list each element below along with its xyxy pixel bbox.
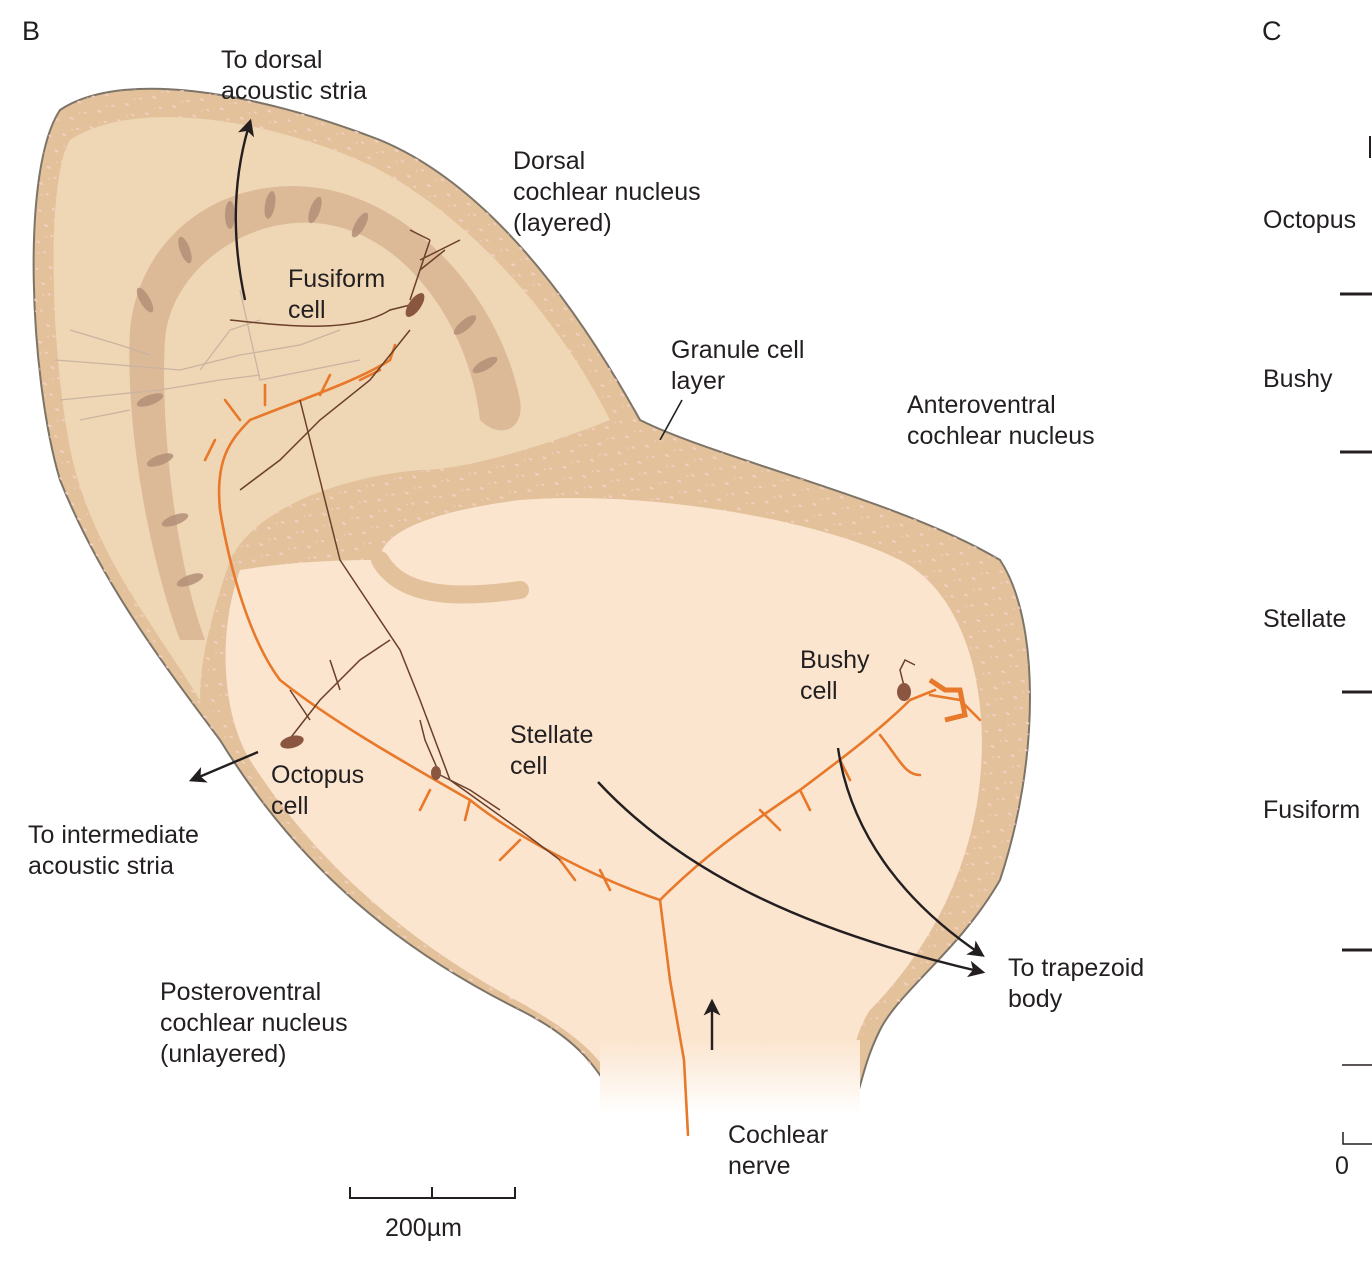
bushy-dendrites [899, 658, 916, 691]
auditory-nerve-axon [203, 343, 982, 1137]
panel-letter-b: B [22, 16, 41, 46]
trace-label-fusiform: Fusiform [1263, 796, 1361, 824]
projection-arrows [188, 118, 986, 1050]
bushy-endbulb [928, 677, 968, 723]
fusiform-dendrites [409, 229, 461, 301]
arrow-dorsal-stria [234, 118, 255, 301]
fusiform-soma [405, 293, 425, 317]
granule-pointer [659, 399, 683, 441]
label-octopus-cell: Octopus cell [271, 761, 365, 820]
octopus-dendrites [284, 639, 391, 746]
panel-letter-c: C [1262, 16, 1282, 46]
fusiform-cell-axon [229, 304, 411, 327]
arrow-bushy-trapezoid [836, 747, 985, 957]
neurons [229, 229, 916, 861]
label-bushy-cell: Bushy cell [800, 646, 870, 705]
faint-dendrites [54, 289, 361, 421]
arrow-stellate-trapezoid [597, 781, 986, 978]
scale-bar-label: 200µm [385, 1214, 462, 1242]
label-anteroventral-cochlear-nucleus: Anteroventral cochlear nucleus [907, 391, 1095, 450]
time-axis-zero: 0 [1335, 1152, 1349, 1180]
fusiform-basal [239, 329, 411, 491]
trace-label-bushy: Bushy [1263, 365, 1333, 393]
somata [280, 293, 911, 780]
octopus-soma [280, 735, 304, 749]
fusiform-layer [129, 186, 521, 640]
bushy-soma [897, 683, 911, 701]
label-trapezoid-body: To trapezoid body [1008, 954, 1145, 1013]
trace-label-octopus: Octopus [1263, 206, 1357, 234]
label-posteroventral-cochlear-nucleus: Posteroventral cochlear nucleus (unlayer… [160, 978, 348, 1068]
scale-bar [349, 1187, 516, 1199]
label-intermediate-acoustic-stria: To intermediate acoustic stria [28, 821, 199, 880]
label-stellate-cell: Stellate cell [510, 721, 594, 780]
panel-c-traces [1340, 136, 1372, 1145]
trace-label-stellate: Stellate [1263, 605, 1347, 633]
label-cochlear-nerve: Cochlear nerve [728, 1121, 829, 1180]
stellate-soma [431, 766, 441, 780]
stellate-dendrites [419, 719, 501, 811]
fusiform-somata [136, 191, 498, 587]
time-axis [1342, 1132, 1372, 1145]
stellate-axon [299, 399, 561, 861]
label-fusiform-cell: Fusiform cell [288, 265, 386, 324]
label-dorsal-cochlear-nucleus: Dorsal cochlear nucleus (layered) [513, 147, 701, 237]
ventral-cochlear-nucleus [225, 498, 982, 1105]
label-granule-cell-layer: Granule cell layer [671, 336, 805, 395]
label-dorsal-acoustic-stria: To dorsal acoustic stria [221, 46, 367, 105]
arrow-intermediate-stria [188, 750, 259, 783]
